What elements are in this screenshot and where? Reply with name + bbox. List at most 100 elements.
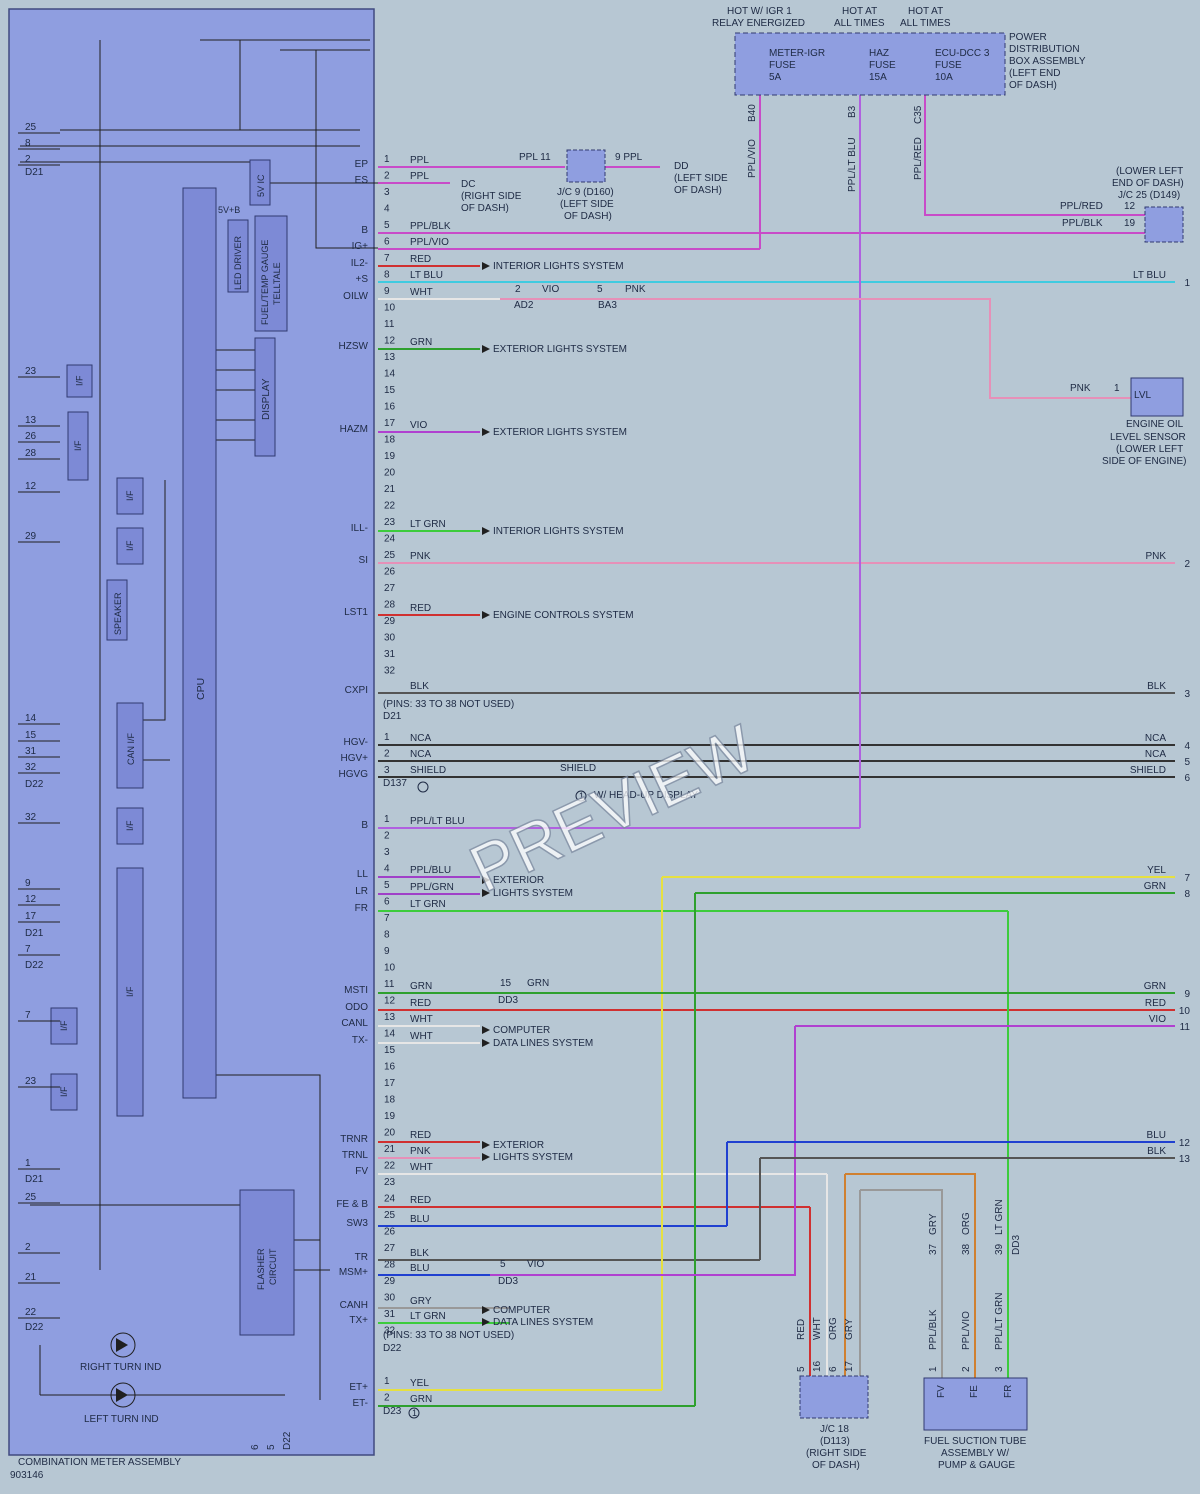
pin-num-0-12: 12 bbox=[384, 336, 396, 347]
pnk-mid: PNK bbox=[625, 284, 646, 295]
if-label-6: I/F bbox=[59, 1020, 69, 1031]
pin-num-0-19: 19 bbox=[384, 451, 396, 462]
wire-color-13: NCA bbox=[410, 733, 431, 744]
fuel-bot-pin-2: 3 bbox=[994, 1366, 1005, 1372]
hot3-line2: ALL TIMES bbox=[900, 18, 951, 29]
internal-line-16 bbox=[216, 1074, 321, 1400]
pin-num-0-4: 4 bbox=[384, 204, 390, 215]
pin-num-0-14: 14 bbox=[384, 369, 396, 380]
dest-arrow-8 bbox=[482, 1039, 490, 1047]
vio-5: 5 bbox=[500, 1259, 506, 1270]
signal-11: LST1 bbox=[344, 607, 368, 618]
pin-num-2-16: 16 bbox=[384, 1062, 396, 1073]
signal-labels: EPESBIG+IL2-+SOILWHZSWHAZMILL-SILST1CXPI… bbox=[336, 159, 368, 1409]
right-label-2: BLK bbox=[1147, 681, 1166, 692]
fuse2-l1: HAZ bbox=[869, 48, 889, 59]
signal-13: HGV- bbox=[344, 737, 368, 748]
pin-num-2-26: 26 bbox=[384, 1227, 396, 1238]
fuel-top-pin-2: 39 bbox=[994, 1243, 1005, 1255]
vio-mid-2: VIO bbox=[527, 1259, 544, 1270]
pin-num-0-3: 3 bbox=[384, 187, 390, 198]
pin-num-0-24: 24 bbox=[384, 534, 396, 545]
signal-19: FR bbox=[355, 903, 368, 914]
oil-l4: SIDE OF ENGINE) bbox=[1102, 456, 1186, 467]
fuel-pump-box bbox=[923, 1377, 1028, 1431]
pin-num-2-19: 19 bbox=[384, 1111, 396, 1122]
pin-num-0-8: 8 bbox=[384, 270, 390, 281]
right-num-11: 12 bbox=[1179, 1138, 1191, 1149]
dest-arrow-10 bbox=[482, 1153, 490, 1161]
pnk-5: 5 bbox=[597, 284, 603, 295]
jc25-l2: END OF DASH) bbox=[1112, 178, 1184, 189]
meter-internal-wiring bbox=[20, 39, 378, 1400]
display-label: DISPLAY bbox=[261, 378, 272, 420]
pin-num-0-17: 17 bbox=[384, 418, 396, 429]
signal-6: OILW bbox=[343, 291, 368, 302]
pin-num-1-2: 2 bbox=[384, 749, 390, 760]
right-label-6: YEL bbox=[1147, 865, 1166, 876]
wire-color-21: RED bbox=[410, 998, 431, 1009]
signal-1: ES bbox=[355, 175, 369, 186]
pin-num-2-9: 9 bbox=[384, 946, 390, 957]
dest-arrow-7 bbox=[482, 1026, 490, 1034]
left-pin-5: 13 bbox=[25, 415, 37, 426]
wire-ppl-red: PPL/RED bbox=[913, 137, 924, 180]
wire-color-27: RED bbox=[410, 1195, 431, 1206]
dest-arrow-11 bbox=[482, 1306, 490, 1314]
fuel-pin-fe: FE bbox=[969, 1385, 980, 1398]
left-pin-6: 26 bbox=[25, 431, 37, 442]
jc18-l4: OF DASH) bbox=[812, 1460, 860, 1471]
right-num-9: 10 bbox=[1179, 1006, 1191, 1017]
signal-28: SW3 bbox=[346, 1218, 368, 1229]
dest-5: EXTERIOR bbox=[493, 875, 544, 886]
pin-num-2-5: 5 bbox=[384, 880, 390, 891]
signal-32: TX+ bbox=[349, 1315, 368, 1326]
wire-color-25: PNK bbox=[410, 1146, 431, 1157]
meter-bottom-pin-2: D22 bbox=[282, 1431, 293, 1450]
pin-num-2-27: 27 bbox=[384, 1243, 396, 1254]
signal-29: TR bbox=[355, 1252, 368, 1263]
signal-3: IG+ bbox=[352, 241, 369, 252]
signal-34: ET- bbox=[352, 1398, 368, 1409]
right-label-4: NCA bbox=[1145, 749, 1166, 760]
lvl-label: LVL bbox=[1134, 390, 1151, 401]
left-pin-30: D22 bbox=[25, 1322, 44, 1333]
fuse2-l2: FUSE bbox=[869, 60, 896, 71]
signal-15: HGVG bbox=[339, 769, 369, 780]
pin-num-0-16: 16 bbox=[384, 402, 396, 413]
route-19 bbox=[845, 1173, 976, 1378]
route-3 bbox=[500, 298, 1131, 399]
signal-4: IL2- bbox=[351, 258, 368, 269]
wire-color-11: RED bbox=[410, 603, 431, 614]
pin-num-0-28: 28 bbox=[384, 600, 396, 611]
if-label-3: I/F bbox=[125, 540, 135, 551]
wire-color-31: GRY bbox=[410, 1296, 432, 1307]
meter-bottom-pin-1: 5 bbox=[266, 1444, 277, 1450]
wire-color-4: RED bbox=[410, 254, 431, 265]
right-label-5: SHIELD bbox=[1130, 765, 1166, 776]
left-pin-4: 23 bbox=[25, 366, 37, 377]
jc18-pin-1: 16 bbox=[812, 1360, 823, 1372]
dc-l3: OF DASH) bbox=[461, 203, 509, 214]
shield-mid: SHIELD bbox=[560, 763, 596, 774]
grn-mid: GRN bbox=[527, 978, 549, 989]
fuel-pin-fv: FV bbox=[936, 1385, 947, 1398]
if-block-1 bbox=[67, 411, 89, 481]
wire-color-16: PPL/LT BLU bbox=[410, 816, 465, 827]
right-label-3: NCA bbox=[1145, 733, 1166, 744]
right-edge-connectors: LT BLU1PNK2BLK3NCA4NCA5SHIELD6YEL7GRN8GR… bbox=[1130, 270, 1191, 1165]
signal-23: TX- bbox=[352, 1035, 368, 1046]
pin-num-2-18: 18 bbox=[384, 1095, 396, 1106]
fuse3-l2: FUSE bbox=[935, 60, 962, 71]
connector-2: D22 bbox=[383, 1343, 402, 1354]
wire-color-5: LT BLU bbox=[410, 270, 443, 281]
right-num-4: 5 bbox=[1184, 757, 1190, 768]
signal-30: MSM+ bbox=[339, 1267, 368, 1278]
signal-27: FE & B bbox=[336, 1199, 368, 1210]
5v-ic-block bbox=[249, 159, 271, 206]
signal-9: ILL- bbox=[351, 523, 368, 534]
signal-31: CANH bbox=[340, 1300, 368, 1311]
fuel-bot-pin-0: 1 bbox=[928, 1366, 939, 1372]
